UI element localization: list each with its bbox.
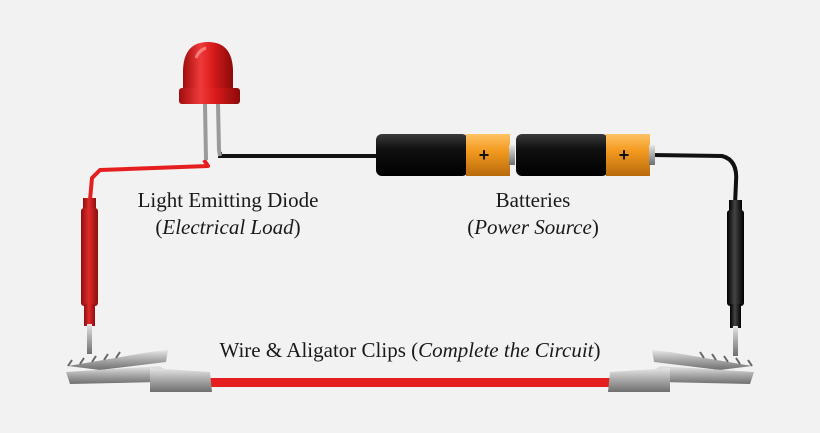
alligator-clip-icon — [608, 350, 754, 392]
wire-label-text: Wire & Aligator Clips ( — [219, 338, 419, 362]
led-role: Electrical Load — [162, 215, 294, 239]
led-icon — [179, 42, 240, 161]
wire-role: Complete the Circuit — [418, 338, 594, 362]
batteries-role: Power Source — [474, 215, 592, 239]
paren-open: ( — [155, 215, 163, 239]
battery-icon — [516, 134, 655, 176]
battery-plus-sign: + — [619, 145, 630, 165]
batteries-label-subtitle: (Power Source) — [418, 214, 648, 241]
alligator-clip-icon — [66, 350, 212, 392]
red-wire-left — [88, 158, 210, 201]
led-label: Light Emitting Diode (Electrical Load) — [108, 187, 348, 241]
led-label-title: Light Emitting Diode — [137, 188, 319, 212]
battery-icon — [376, 134, 515, 176]
red-wire-bottom — [208, 378, 612, 387]
battery-plus-sign: + — [479, 145, 490, 165]
paren-close: ) — [591, 215, 599, 239]
led-label-subtitle: (Electrical Load) — [108, 214, 348, 241]
paren-open: ( — [467, 215, 475, 239]
paren-close: ) — [593, 338, 601, 362]
batteries-label: Batteries (Power Source) — [418, 187, 648, 241]
test-probe-icon — [81, 198, 98, 354]
paren-close: ) — [293, 215, 301, 239]
wire-label: Wire & Aligator Clips (Complete the Circ… — [150, 337, 670, 364]
test-probe-icon — [727, 200, 744, 356]
batteries-label-title: Batteries — [495, 188, 571, 212]
